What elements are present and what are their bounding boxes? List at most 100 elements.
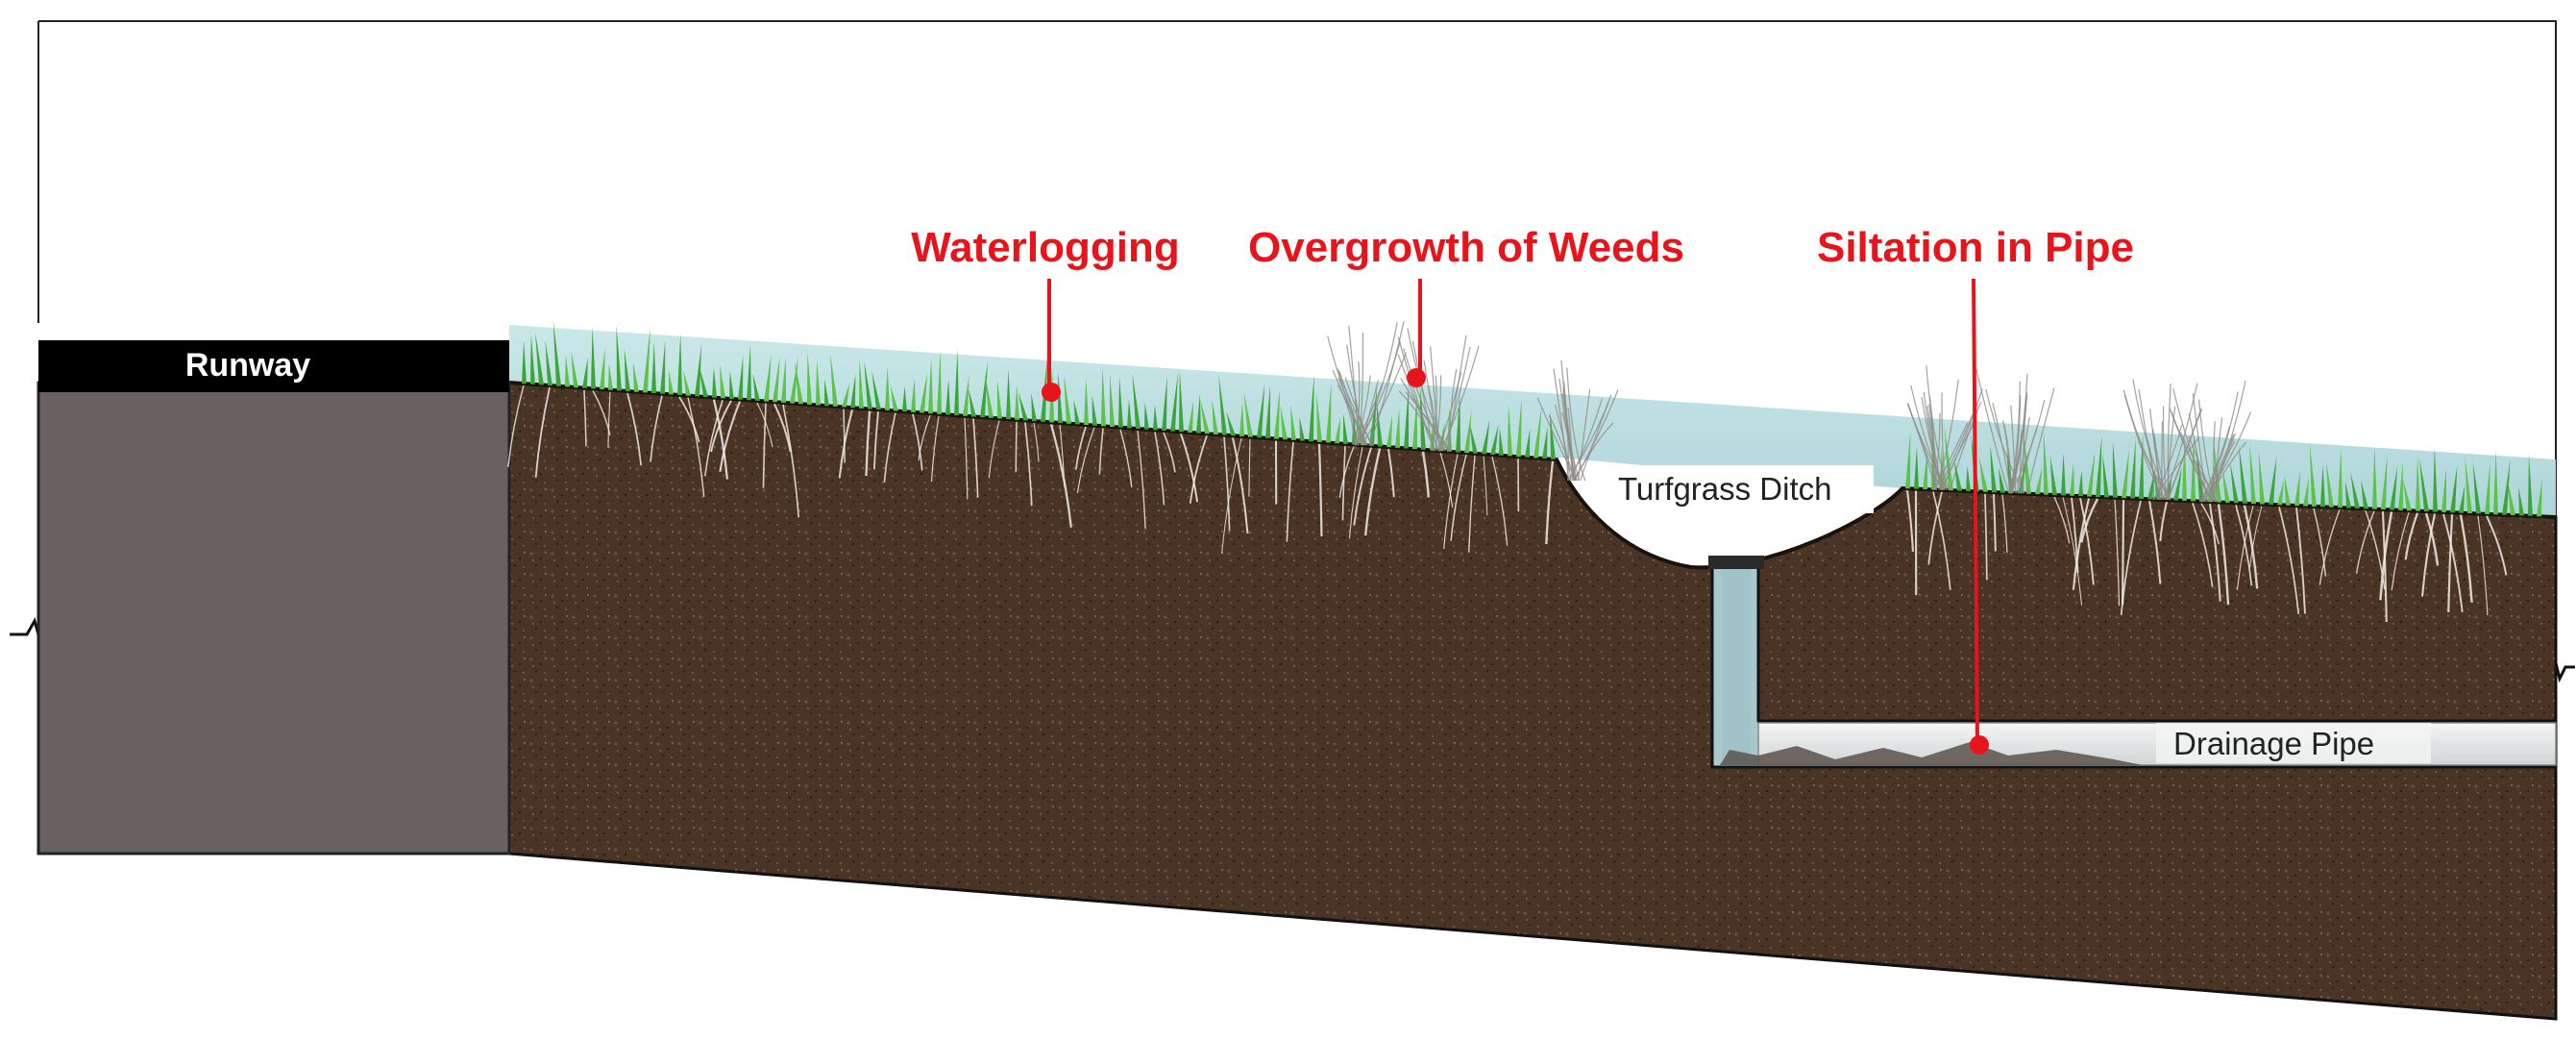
grass-blade <box>2258 450 2265 505</box>
grass-blade <box>1041 356 1048 422</box>
grass-blade <box>1170 372 1179 432</box>
root-strand <box>2080 498 2099 543</box>
grass-blade <box>2433 447 2438 512</box>
grass-blade <box>1196 394 1201 434</box>
weed-stem <box>2180 432 2218 503</box>
weed-stem <box>1398 390 1441 452</box>
grass-blade <box>1144 402 1149 430</box>
weed-stem <box>2147 438 2155 500</box>
weed-stem <box>1337 384 1357 446</box>
weed-stem <box>1577 388 1591 482</box>
root-strand <box>2079 497 2095 585</box>
grass-blade <box>1508 404 1512 457</box>
root-strand <box>773 403 792 453</box>
root-strand <box>1491 456 1509 546</box>
grass-blade <box>571 351 578 388</box>
grass-blade <box>1015 384 1019 420</box>
weed-stem <box>1562 387 1578 482</box>
root-strand <box>1015 421 1018 473</box>
root-strand <box>2114 499 2121 607</box>
root-strand <box>843 409 846 463</box>
drain-riser-water <box>1722 567 1751 759</box>
grass-blade <box>2102 453 2109 498</box>
weed-stem <box>1573 389 1619 482</box>
grass-blade <box>816 359 821 406</box>
grass-blade <box>1550 410 1556 459</box>
root-strand <box>1363 448 1382 536</box>
grass-blade <box>1243 391 1253 437</box>
grass-blade <box>1464 409 1472 454</box>
grass-blade <box>2294 471 2300 507</box>
grass-blade <box>2035 467 2043 495</box>
grass-blade <box>582 357 588 388</box>
grass-blade <box>752 373 760 401</box>
grass-blade <box>643 326 650 393</box>
grass-blade <box>928 358 933 414</box>
root-strand <box>2278 507 2300 614</box>
grass-blade <box>1953 459 1962 491</box>
grass-blade <box>669 370 674 395</box>
grass-blade <box>2528 454 2533 516</box>
root-strand <box>710 400 732 453</box>
grass-blade <box>830 354 838 407</box>
weed-stem <box>1427 385 1441 452</box>
root-strand <box>1927 491 1943 565</box>
root-strand <box>930 415 940 483</box>
grass-blade <box>2191 435 2196 502</box>
issue-siltation-marker <box>1970 735 1989 755</box>
weed-stem <box>1405 391 1452 452</box>
issue-waterlogging: Waterlogging <box>911 224 1180 402</box>
grass-blade <box>1978 456 1988 492</box>
grass-blade <box>890 385 898 411</box>
grass-blade <box>859 358 864 409</box>
weed-stem <box>2192 393 2208 503</box>
root-strand <box>782 404 800 518</box>
weed-stem <box>1923 391 1942 490</box>
grass-blade <box>2096 434 2102 497</box>
weed-stem <box>2162 406 2168 500</box>
grass-blade <box>824 379 829 407</box>
weed-stem <box>1561 412 1580 482</box>
grass-blade <box>1110 373 1115 428</box>
runway-slab-top <box>38 340 509 392</box>
grass-blade <box>2502 459 2511 515</box>
grass-blade <box>535 332 544 385</box>
grass-blade <box>2459 484 2466 513</box>
grass-blade <box>2284 475 2291 506</box>
grass-blade <box>1153 405 1158 431</box>
root-strand <box>1439 452 1454 508</box>
grass-blade <box>902 385 907 412</box>
grass-blade <box>920 372 928 413</box>
grass-blade <box>660 339 666 394</box>
grass-blade <box>980 360 988 418</box>
grass-blade <box>885 366 890 410</box>
weed-stem <box>1446 335 1467 452</box>
root-strand <box>2062 497 2083 606</box>
grass-blade <box>2450 464 2458 513</box>
grass-blade <box>1343 413 1348 444</box>
root-strand <box>1049 424 1072 528</box>
silt-deposit <box>1720 742 2143 765</box>
root-strand <box>1468 455 1476 553</box>
weed-stem <box>2211 433 2236 503</box>
root-strand <box>626 392 643 466</box>
grass-blade <box>1257 384 1265 438</box>
grass-blade <box>738 356 744 400</box>
weed-stem <box>2016 416 2030 494</box>
weed-stem <box>2215 417 2223 503</box>
root-strand <box>2121 500 2125 606</box>
root-strand <box>1189 434 1208 504</box>
runway-label: Runway <box>185 347 310 384</box>
grass-blade <box>871 371 881 410</box>
grass-blade <box>1376 399 1383 447</box>
weed-stem <box>2188 413 2205 503</box>
grass-blade <box>1073 399 1080 425</box>
grass-blade <box>565 354 570 387</box>
grass-blade <box>1316 393 1322 442</box>
root-strand <box>1353 447 1372 526</box>
weed-stem <box>2197 399 2217 503</box>
issue-siltation-label: Siltation in Pipe <box>1817 224 2134 271</box>
grass-blade <box>790 356 798 404</box>
grass-blade <box>1395 408 1400 448</box>
weed-stem <box>2172 388 2213 503</box>
